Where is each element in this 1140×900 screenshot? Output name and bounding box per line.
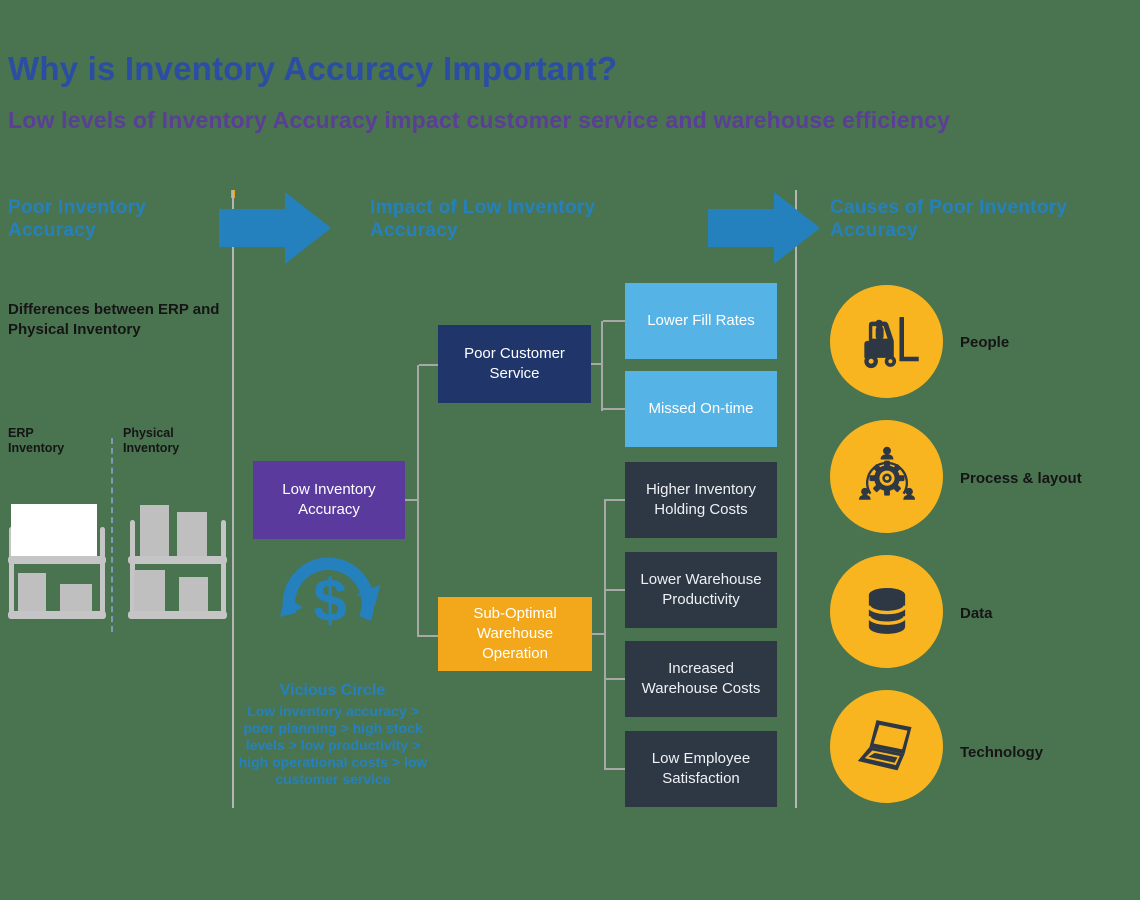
cause-label-technology: Technology: [960, 744, 1044, 761]
connector: [606, 768, 625, 770]
node-lower-productivity: Lower Warehouse Productivity: [625, 552, 777, 628]
cause-circle-data: [830, 555, 943, 668]
cause-label-people: People: [960, 334, 1010, 351]
node-increased-costs: Increased Warehouse Costs: [625, 641, 777, 717]
node-missed-on-time: Missed On-time: [625, 371, 777, 447]
vicious-circle-title: Vicious Circle: [279, 682, 386, 699]
node-higher-holding-costs: Higher Inventory Holding Costs: [625, 462, 777, 538]
connector: [419, 635, 438, 637]
svg-text:$: $: [313, 566, 347, 634]
cause-label-process: Process & layout: [960, 470, 1082, 487]
cause-circle-process: [830, 420, 943, 533]
erp-inventory-label: ERP Inventory: [8, 426, 65, 455]
node-lower-fill-rates: Lower Fill Rates: [625, 283, 777, 359]
connector: [603, 408, 625, 410]
database-icon: [866, 587, 907, 634]
connector: [405, 499, 418, 501]
connector: [603, 320, 625, 322]
laptop-icon: [857, 719, 911, 770]
physical-inventory-label: Physical Inventory: [123, 426, 180, 455]
connector: [591, 363, 602, 365]
column-divider-right: [795, 190, 797, 808]
heading-causes-poor-inventory: Causes of Poor Inventory Accuracy: [830, 197, 1068, 241]
connector: [606, 499, 625, 501]
connector: [592, 633, 605, 635]
forklift-icon: [863, 316, 919, 368]
vicious-circle-text: Low inventory accuracy > poor planning >…: [238, 703, 428, 788]
node-low-employee-satisfaction: Low Employee Satisfaction: [625, 731, 777, 807]
page-subtitle: Low levels of Inventory Accuracy impact …: [8, 107, 951, 133]
connector: [606, 589, 625, 591]
node-poor-customer-service: Poor Customer Service: [438, 325, 591, 403]
page-title: Why is Inventory Accuracy Important?: [8, 50, 618, 87]
column-divider-left: [232, 190, 234, 808]
cause-label-data: Data: [960, 605, 993, 622]
connector: [419, 364, 438, 366]
erp-physical-divider: [111, 438, 113, 632]
process-gear-icon: [858, 446, 915, 500]
differences-label: Differences between ERP and Physical Inv…: [8, 301, 220, 338]
cause-circle-technology: [830, 690, 943, 803]
connector: [601, 321, 603, 411]
connector: [417, 365, 419, 637]
heading-impact-low-inventory: Impact of Low Inventory Accuracy: [370, 197, 596, 241]
connector: [604, 499, 606, 770]
connector: [606, 678, 625, 680]
node-low-inventory-accuracy: Low Inventory Accuracy: [253, 461, 405, 539]
node-sub-optimal-warehouse: Sub-Optimal Warehouse Operation: [438, 597, 592, 671]
cause-circle-people: [830, 285, 943, 398]
heading-poor-inventory-accuracy: Poor Inventory Accuracy: [8, 197, 147, 241]
erp-empty-box: [11, 504, 97, 556]
dollar-cycle-icon: $: [278, 548, 382, 652]
